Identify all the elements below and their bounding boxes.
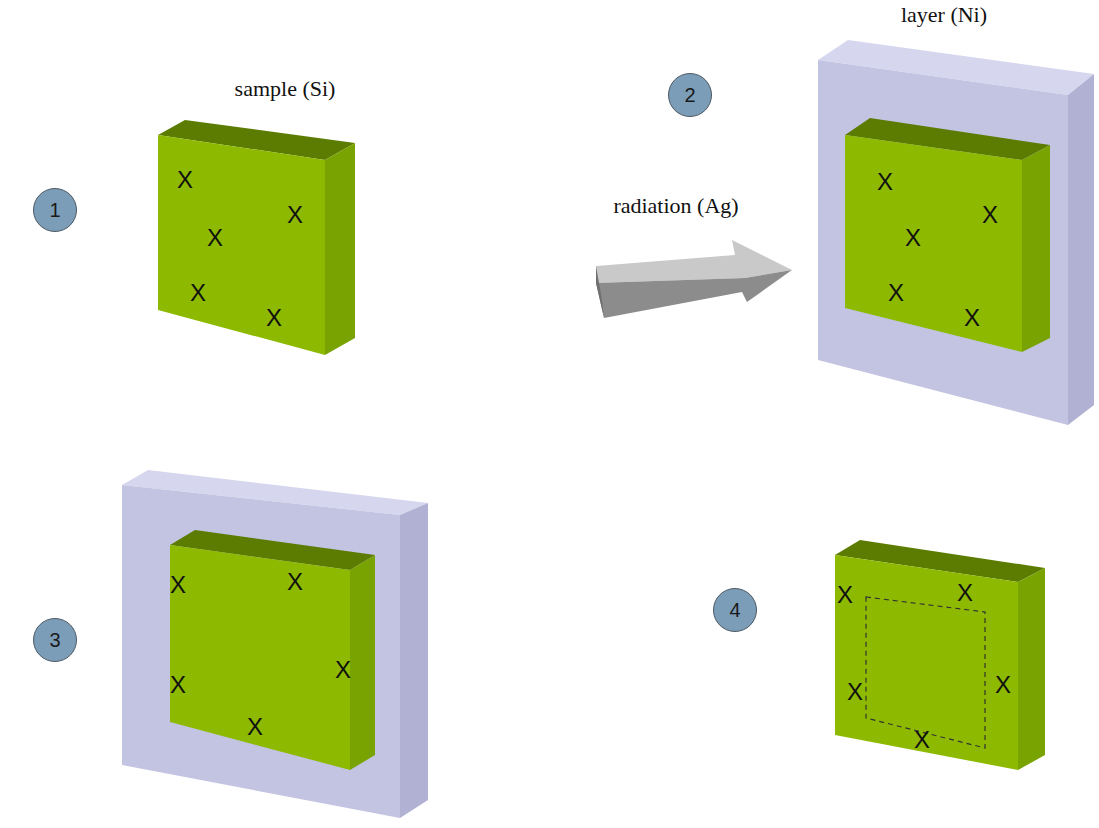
block-front — [158, 135, 325, 355]
position-mark: X — [905, 225, 921, 251]
sample-block — [158, 120, 355, 355]
position-mark: X — [207, 225, 223, 251]
position-mark: X — [335, 657, 351, 683]
heading-label: sample (Si) — [176, 76, 394, 102]
layer-box: layer (Ni) — [791, 2, 1097, 427]
sample-block — [170, 530, 375, 770]
position-mark: X — [957, 580, 973, 606]
layer-block — [818, 40, 1094, 425]
block-side — [350, 555, 375, 770]
heading-label: layer (Ni) — [791, 2, 1097, 28]
layer-side — [1068, 74, 1094, 425]
block-front — [845, 135, 1022, 352]
position-mark: X — [914, 727, 930, 753]
sample-block — [835, 540, 1045, 770]
position-mark: X — [888, 280, 904, 306]
layer-front — [122, 485, 400, 818]
block-side — [325, 143, 355, 355]
arrow-body — [596, 270, 792, 318]
callout-number: 4 — [713, 588, 757, 632]
position-mark: X — [847, 679, 863, 705]
block-front — [835, 555, 1018, 770]
dashed-region — [866, 597, 985, 748]
block-side — [1018, 568, 1045, 770]
position-mark: X — [287, 202, 303, 228]
position-mark: X — [877, 169, 893, 195]
callout-number: 3 — [49, 629, 60, 651]
position-mark: X — [177, 167, 193, 193]
position-mark: X — [247, 714, 263, 740]
radiation-arrow — [596, 240, 792, 318]
position-mark: X — [995, 672, 1011, 698]
block-side — [1022, 145, 1050, 352]
callout-number: 4 — [729, 599, 740, 621]
layer-side — [400, 503, 428, 818]
sample-box: sample (Si) — [176, 76, 394, 361]
block-front — [170, 545, 350, 770]
callout-number: 2 — [684, 84, 695, 106]
position-mark: X — [964, 305, 980, 331]
layer-front — [818, 60, 1068, 425]
radiation-label: radiation (Ag) — [613, 193, 738, 219]
position-mark: X — [982, 202, 998, 228]
position-mark: X — [190, 280, 206, 306]
sample-block — [845, 118, 1050, 352]
callout-number: 3 — [33, 618, 77, 662]
callout-number: 1 — [49, 199, 60, 221]
position-mark: X — [170, 572, 186, 598]
callout-number: 2 — [668, 73, 712, 117]
position-mark: X — [287, 569, 303, 595]
callout-number: 1 — [33, 188, 77, 232]
position-mark: X — [170, 672, 186, 698]
position-mark: X — [837, 582, 853, 608]
position-mark: X — [266, 305, 282, 331]
layer-block — [122, 470, 428, 818]
arrow-face — [596, 266, 604, 318]
